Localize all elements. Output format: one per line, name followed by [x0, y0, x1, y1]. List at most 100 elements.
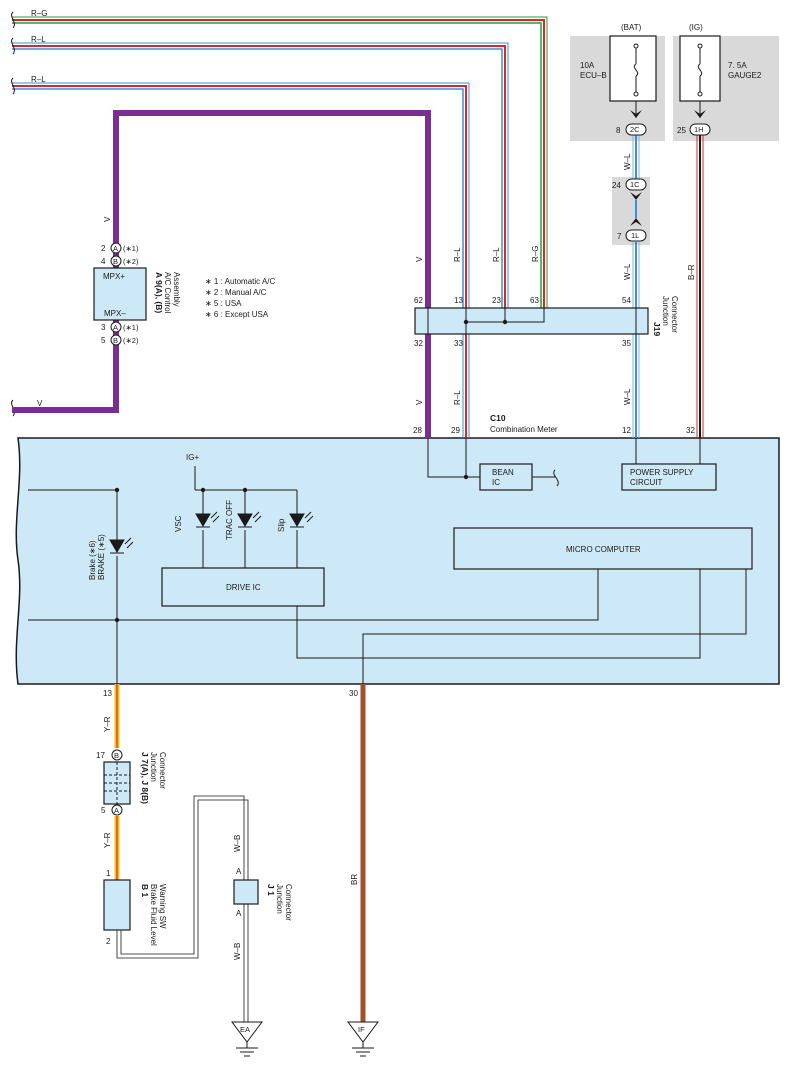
ac-pin-conn-3: B [113, 336, 118, 345]
j1-junction-box [233, 879, 259, 905]
connector-2c-label: 2C [630, 125, 640, 134]
meter-bottom-pin-30: 30 [349, 689, 358, 698]
chevron-down-icon [630, 110, 706, 226]
label-w-l-upper: W–L [623, 153, 632, 170]
connector-1h-pin: 25 [677, 126, 686, 135]
meter-splice-ig-1 [242, 487, 248, 493]
ig-plus-label: IG+ [186, 453, 199, 462]
b1-label-group: B 1 Brake Fluid Level Warning SW [140, 884, 167, 946]
j19-top-pin-62: 62 [414, 296, 423, 305]
connector-2c [625, 123, 647, 136]
wire-r-l-mid [12, 42, 509, 322]
fuse-symbols [633, 43, 703, 118]
ac-control-code: A 9(A), (B) [154, 272, 164, 313]
led-icon [109, 513, 305, 554]
meter-splice-brake-bottom [114, 617, 120, 623]
ac-pin-num-1: 4 [101, 257, 106, 266]
wire-w-l [632, 134, 640, 438]
drive-ic-label: DRIVE IC [226, 583, 261, 592]
note-1: ∗ 1 : Automatic A/C [205, 277, 276, 286]
label-y-r-lower: Y–R [103, 832, 112, 848]
light-rays-icon [124, 511, 314, 549]
wire-r-l-low [12, 82, 470, 322]
bean-ic-line1: BEAN [492, 468, 514, 477]
ac-pin-note-1: (∗2) [123, 257, 139, 266]
j19-junction-box [414, 307, 649, 335]
j1-name-1: Junction [275, 884, 284, 914]
label-w-l-35: W–L [623, 388, 632, 405]
meter-top-pin-29: 29 [451, 426, 460, 435]
ac-control-name-2: Assembly [172, 272, 181, 307]
ac-pin-num-0: 2 [101, 244, 106, 253]
j7-j8-code: J 7(A), J 8(B) [140, 752, 150, 804]
connector-1c-pin: 24 [612, 181, 621, 190]
label-w-b-lower: W–B [233, 943, 242, 960]
j7-j8-conn-bottom: A [114, 806, 119, 815]
note-4: ∗ 6 : Except USA [205, 310, 269, 319]
connector-1c-label: 1C [630, 180, 640, 189]
wire-w-b [116, 795, 249, 1022]
ac-pin-conn-2: A [113, 323, 118, 332]
wire-r-l-33 [462, 334, 470, 438]
label-r-l-23: R–L [492, 247, 501, 262]
ground-icon [231, 1021, 379, 1057]
bean-break-mark [553, 469, 559, 487]
j1-code: J 1 [266, 884, 276, 896]
j19-top-pin-13: 13 [454, 296, 463, 305]
j7-j8-label-group: J 7(A), J 8(B) Junction Connector [140, 752, 167, 804]
note-3: ∗ 5 : USA [205, 299, 242, 308]
note-2: ∗ 2 : Manual A/C [205, 288, 267, 297]
connector-1l [625, 229, 647, 242]
ac-pin-num-2: 3 [101, 323, 106, 332]
combination-meter-body [15, 437, 780, 685]
label-w-l-54: W–L [623, 263, 632, 280]
ac-pin-markers [110, 242, 122, 346]
meter-splice-brake-top [114, 487, 120, 493]
label-r-l-low: R–L [31, 75, 46, 84]
j19-name-1: Junction [661, 296, 670, 326]
meter-top-pin-32: 32 [686, 426, 695, 435]
label-r-l-mid: R–L [31, 35, 46, 44]
ac-control-box [93, 267, 147, 321]
brake-label-1: Brake (∗6) [88, 540, 97, 580]
label-w-b-upper: W–B [233, 835, 242, 852]
j19-splice-1 [463, 319, 469, 325]
ac-pin-conn-0: A [113, 244, 118, 253]
power-supply-line2: CIRCUIT [630, 478, 663, 487]
ac-pin-num-3: 5 [101, 336, 106, 345]
bat-fuse-header: (BAT) [621, 23, 642, 32]
ac-pin-note-0: (∗1) [123, 244, 139, 253]
label-v-32: V [415, 399, 424, 405]
j19-bottom-pin-33: 33 [454, 339, 463, 348]
ground-label-ea: EA [240, 1025, 250, 1034]
wire-r-g [12, 16, 548, 322]
meter-bottom-pin-13: 13 [103, 689, 112, 698]
bean-ic-line2: IC [492, 478, 500, 487]
led-label-vsc: VSC [174, 515, 183, 532]
ac-pin-note-3: (∗2) [123, 336, 139, 345]
connector-1l-label: 1L [631, 231, 639, 240]
j7-j8-name-2: Connector [158, 752, 167, 789]
bat-fuse-rating: 10A [580, 61, 595, 70]
j1-name-2: Connector [284, 884, 293, 921]
wire-v-left [113, 110, 431, 308]
meter-splice-ig-2 [200, 487, 206, 493]
meter-name: Combination Meter [490, 425, 558, 434]
label-r-g-63: R–G [531, 246, 540, 262]
connector-2c-pin: 8 [616, 126, 621, 135]
ac-mpx-minus: MPX– [104, 309, 126, 318]
j19-top-pin-23: 23 [492, 296, 501, 305]
ac-pin-note-2: (∗1) [123, 323, 139, 332]
j19-top-pin-54: 54 [622, 296, 631, 305]
b1-name-1: Brake Fluid Level [149, 884, 158, 946]
drive-ic-box [161, 567, 325, 607]
bat-fuse [609, 35, 657, 102]
label-r-l-13: R–L [453, 247, 462, 262]
b1-name-2: Warning SW [158, 884, 167, 929]
ig-fuse-name: GAUGE2 [728, 71, 762, 80]
connector-1h [689, 123, 711, 136]
j1-label-group: J 1 Junction Connector [266, 884, 293, 921]
ac-control-name-1: A/C Control [163, 272, 172, 314]
j19-code: J19 [652, 322, 662, 336]
connector-1l-pin: 7 [617, 232, 622, 241]
